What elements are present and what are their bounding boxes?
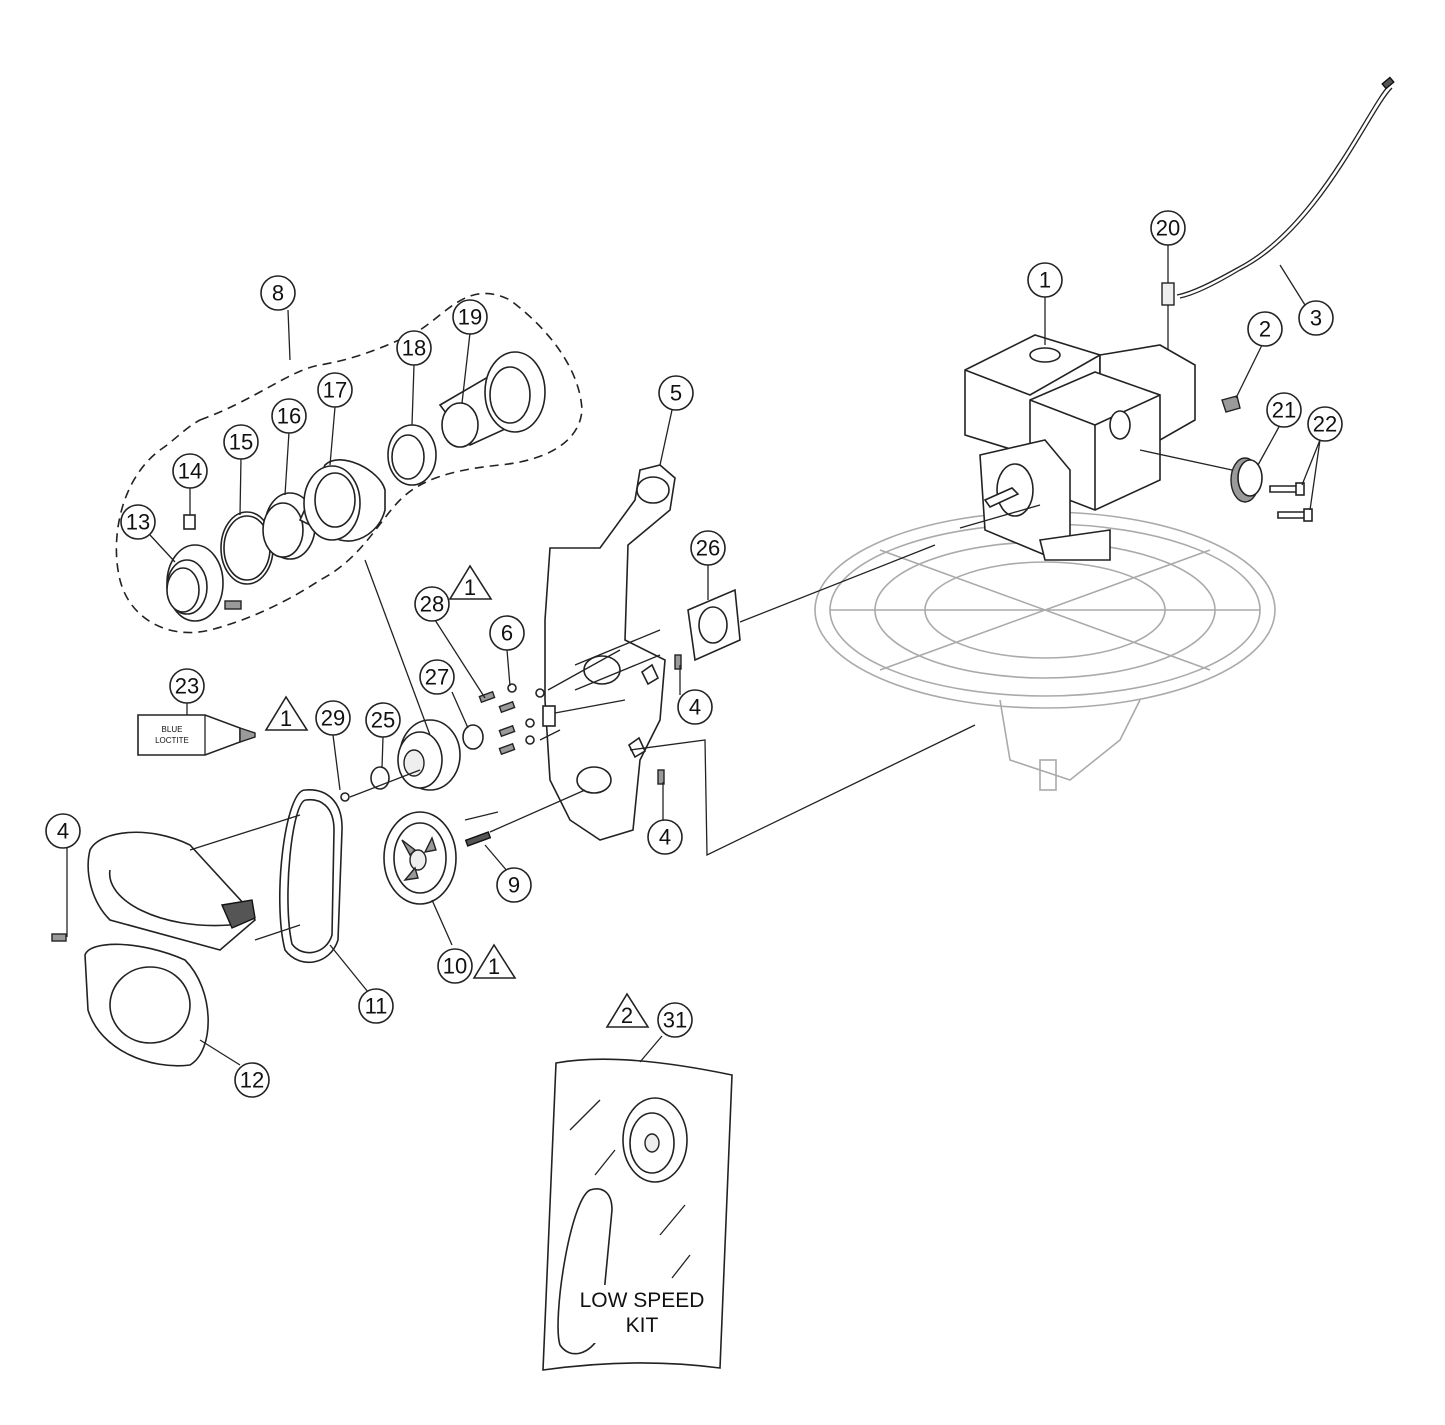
callout-5: 5: [658, 375, 694, 411]
callout-10: 10: [437, 948, 473, 984]
svg-text:28: 28: [420, 592, 444, 617]
callout-4b: 4: [677, 689, 713, 725]
svg-text:12: 12: [240, 1068, 264, 1093]
svg-text:21: 21: [1272, 398, 1296, 423]
callout-2: 2: [1247, 311, 1283, 347]
svg-text:4: 4: [689, 695, 701, 720]
warning-triangle-b: 1: [264, 695, 309, 731]
svg-text:5: 5: [670, 381, 682, 406]
callout-31: 31: [657, 1002, 693, 1038]
clutch-parts: [166, 351, 546, 622]
svg-text:9: 9: [508, 873, 520, 898]
gasket: [687, 544, 936, 662]
callout-3: 3: [1298, 300, 1334, 336]
callout-13: 13: [120, 504, 156, 540]
callout-25: 25: [365, 702, 401, 738]
callout-17: 17: [317, 372, 353, 408]
callout-22: 22: [1307, 406, 1343, 442]
svg-text:1: 1: [1039, 268, 1051, 293]
callout-27: 27: [419, 659, 455, 695]
svg-text:29: 29: [321, 706, 345, 731]
warning-triangle-d: 2: [605, 992, 650, 1028]
clutch-assembly-outline: [115, 292, 583, 634]
leader-lines: [66, 245, 1321, 1066]
callout-4c: 4: [647, 819, 683, 855]
tube-label-line1: BLUE: [162, 725, 183, 734]
kit-label-line2: KIT: [626, 1314, 659, 1337]
svg-text:2: 2: [1259, 317, 1271, 342]
svg-text:11: 11: [365, 994, 388, 1019]
callout-8: 8: [260, 275, 296, 311]
svg-text:8: 8: [272, 281, 284, 306]
loctite-tube: BLUE LOCTITE: [137, 714, 256, 756]
flange-and-bolts: [1139, 449, 1313, 522]
callout-23: 23: [169, 668, 205, 704]
callout-6: 6: [489, 615, 525, 651]
svg-text:20: 20: [1156, 216, 1180, 241]
callout-19: 19: [452, 299, 488, 335]
belt-guard: [84, 814, 301, 1067]
svg-text:10: 10: [443, 954, 467, 979]
svg-text:23: 23: [175, 674, 199, 699]
callout-4a: 4: [45, 813, 81, 849]
callout-29: 29: [315, 700, 351, 736]
svg-text:27: 27: [425, 665, 449, 690]
svg-text:4: 4: [57, 819, 69, 844]
svg-text:13: 13: [126, 510, 150, 535]
svg-text:14: 14: [178, 459, 202, 484]
svg-text:31: 31: [663, 1008, 687, 1033]
svg-text:25: 25: [371, 708, 395, 733]
drive-pulley: [340, 719, 484, 802]
driven-pulley: [383, 789, 586, 905]
svg-text:1: 1: [280, 706, 292, 731]
svg-text:6: 6: [501, 621, 513, 646]
svg-text:3: 3: [1310, 306, 1322, 331]
svg-text:18: 18: [402, 336, 426, 361]
svg-text:2: 2: [621, 1003, 633, 1028]
callout-15: 15: [223, 424, 259, 460]
callout-28: 28: [414, 586, 450, 622]
callout-12: 12: [234, 1062, 270, 1098]
callout-16: 16: [271, 398, 307, 434]
svg-text:16: 16: [277, 404, 301, 429]
svg-text:15: 15: [229, 430, 253, 455]
hardware: [51, 649, 682, 942]
callout-20: 20: [1150, 210, 1186, 246]
svg-text:17: 17: [323, 378, 347, 403]
engine: [959, 334, 1196, 561]
callouts: 1 2 3 4 4 4 5 6 8 9 10 11 12 13 14 15 16…: [45, 210, 1343, 1098]
callout-14: 14: [172, 453, 208, 489]
callout-26: 26: [690, 530, 726, 566]
kit-label-line1: LOW SPEED: [580, 1289, 705, 1312]
warnings: 1 1 1 2: [264, 564, 650, 1028]
svg-text:4: 4: [659, 825, 671, 850]
svg-text:1: 1: [488, 954, 500, 979]
warning-triangle-c: 1: [472, 943, 517, 979]
v-belt: [278, 789, 343, 964]
svg-text:1: 1: [464, 575, 476, 600]
mounting-plate: [544, 464, 676, 841]
callout-1: 1: [1027, 262, 1063, 298]
svg-text:19: 19: [458, 305, 482, 330]
callout-21: 21: [1266, 392, 1302, 428]
knob-part: [1221, 395, 1241, 413]
callout-11: 11: [358, 988, 394, 1024]
low-speed-kit: LOW SPEED KIT: [542, 1058, 733, 1371]
svg-text:22: 22: [1313, 412, 1337, 437]
warning-triangle-a: 1: [448, 564, 493, 600]
fitting-and-cable: [1161, 76, 1395, 350]
callout-9: 9: [496, 867, 532, 903]
callout-18: 18: [396, 330, 432, 366]
tube-label-line2: LOCTITE: [155, 736, 189, 745]
connection-lines: [364, 559, 976, 857]
svg-text:26: 26: [696, 536, 720, 561]
